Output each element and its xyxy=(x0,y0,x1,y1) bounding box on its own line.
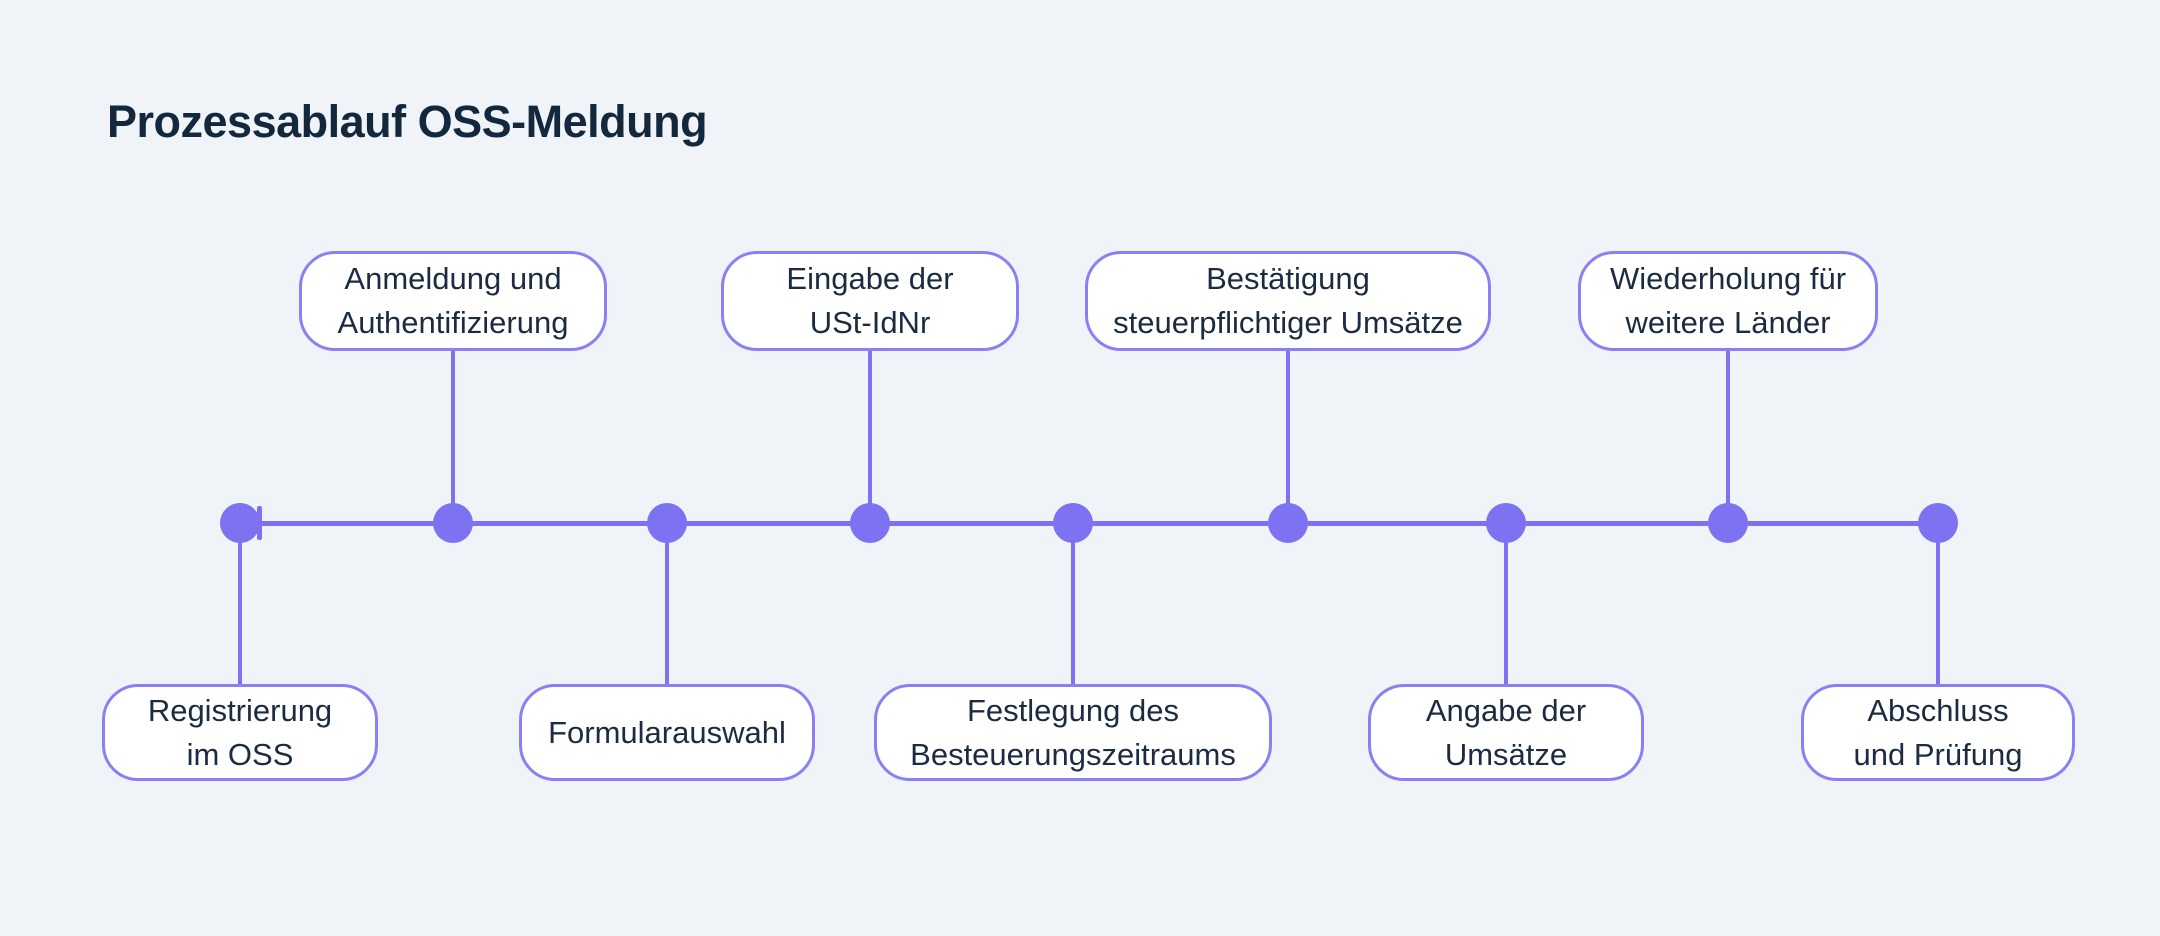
step-label: Festlegung des Besteuerungszeitraums xyxy=(910,692,1236,772)
step-box-anmeldung-und-authentifizierung: Anmeldung und Authentifizierung xyxy=(299,251,607,351)
step-connector-5 xyxy=(1071,523,1075,684)
step-box-formularauswahl: Formularauswahl xyxy=(519,684,815,781)
step-connector-1 xyxy=(238,523,242,684)
timeline-dot-3 xyxy=(647,503,687,543)
step-box-registrierung-im-oss: Registrierung im OSS xyxy=(102,684,378,781)
step-label: Wiederholung für weitere Länder xyxy=(1609,261,1847,340)
step-label: Eingabe der USt-IdNr xyxy=(786,261,954,340)
step-label: Angabe der Umsätze xyxy=(1425,692,1587,772)
step-label: Formularauswahl xyxy=(548,714,786,750)
step-box-wiederholung-fuer-weitere-laender: Wiederholung für weitere Länder xyxy=(1578,251,1878,351)
step-label: Anmeldung und Authentifizierung xyxy=(337,261,569,340)
timeline-dot-7 xyxy=(1486,503,1526,543)
page-title: Prozessablauf OSS-Meldung xyxy=(107,96,708,147)
timeline-dot-8 xyxy=(1708,503,1748,543)
step-connector-2 xyxy=(451,351,455,523)
timeline-dot-6 xyxy=(1268,503,1308,543)
step-connector-6 xyxy=(1286,351,1290,523)
timeline-dot-5 xyxy=(1053,503,1093,543)
step-connector-8 xyxy=(1726,351,1730,523)
step-label: Bestätigung steuerpflichtiger Umsätze xyxy=(1113,261,1463,340)
timeline-dot-1 xyxy=(220,503,260,543)
step-connector-4 xyxy=(868,351,872,523)
step-box-eingabe-der-ust-idnr: Eingabe der USt-IdNr xyxy=(721,251,1019,351)
step-connector-9 xyxy=(1936,523,1940,684)
step-box-angabe-der-umsaetze: Angabe der Umsätze xyxy=(1368,684,1644,781)
step-box-abschluss-und-pruefung: Abschluss und Prüfung xyxy=(1801,684,2075,781)
step-label: Registrierung im OSS xyxy=(147,692,333,772)
step-box-bestaetigung-steuerpflichtiger-umsaetze: Bestätigung steuerpflichtiger Umsätze xyxy=(1085,251,1491,351)
step-connector-7 xyxy=(1504,523,1508,684)
step-connector-3 xyxy=(665,523,669,684)
step-box-festlegung-des-besteuerungszeitraums: Festlegung des Besteuerungszeitraums xyxy=(874,684,1272,781)
timeline-dot-4 xyxy=(850,503,890,543)
timeline-dot-2 xyxy=(433,503,473,543)
timeline-dot-9 xyxy=(1918,503,1958,543)
step-label: Abschluss und Prüfung xyxy=(1853,692,2023,772)
